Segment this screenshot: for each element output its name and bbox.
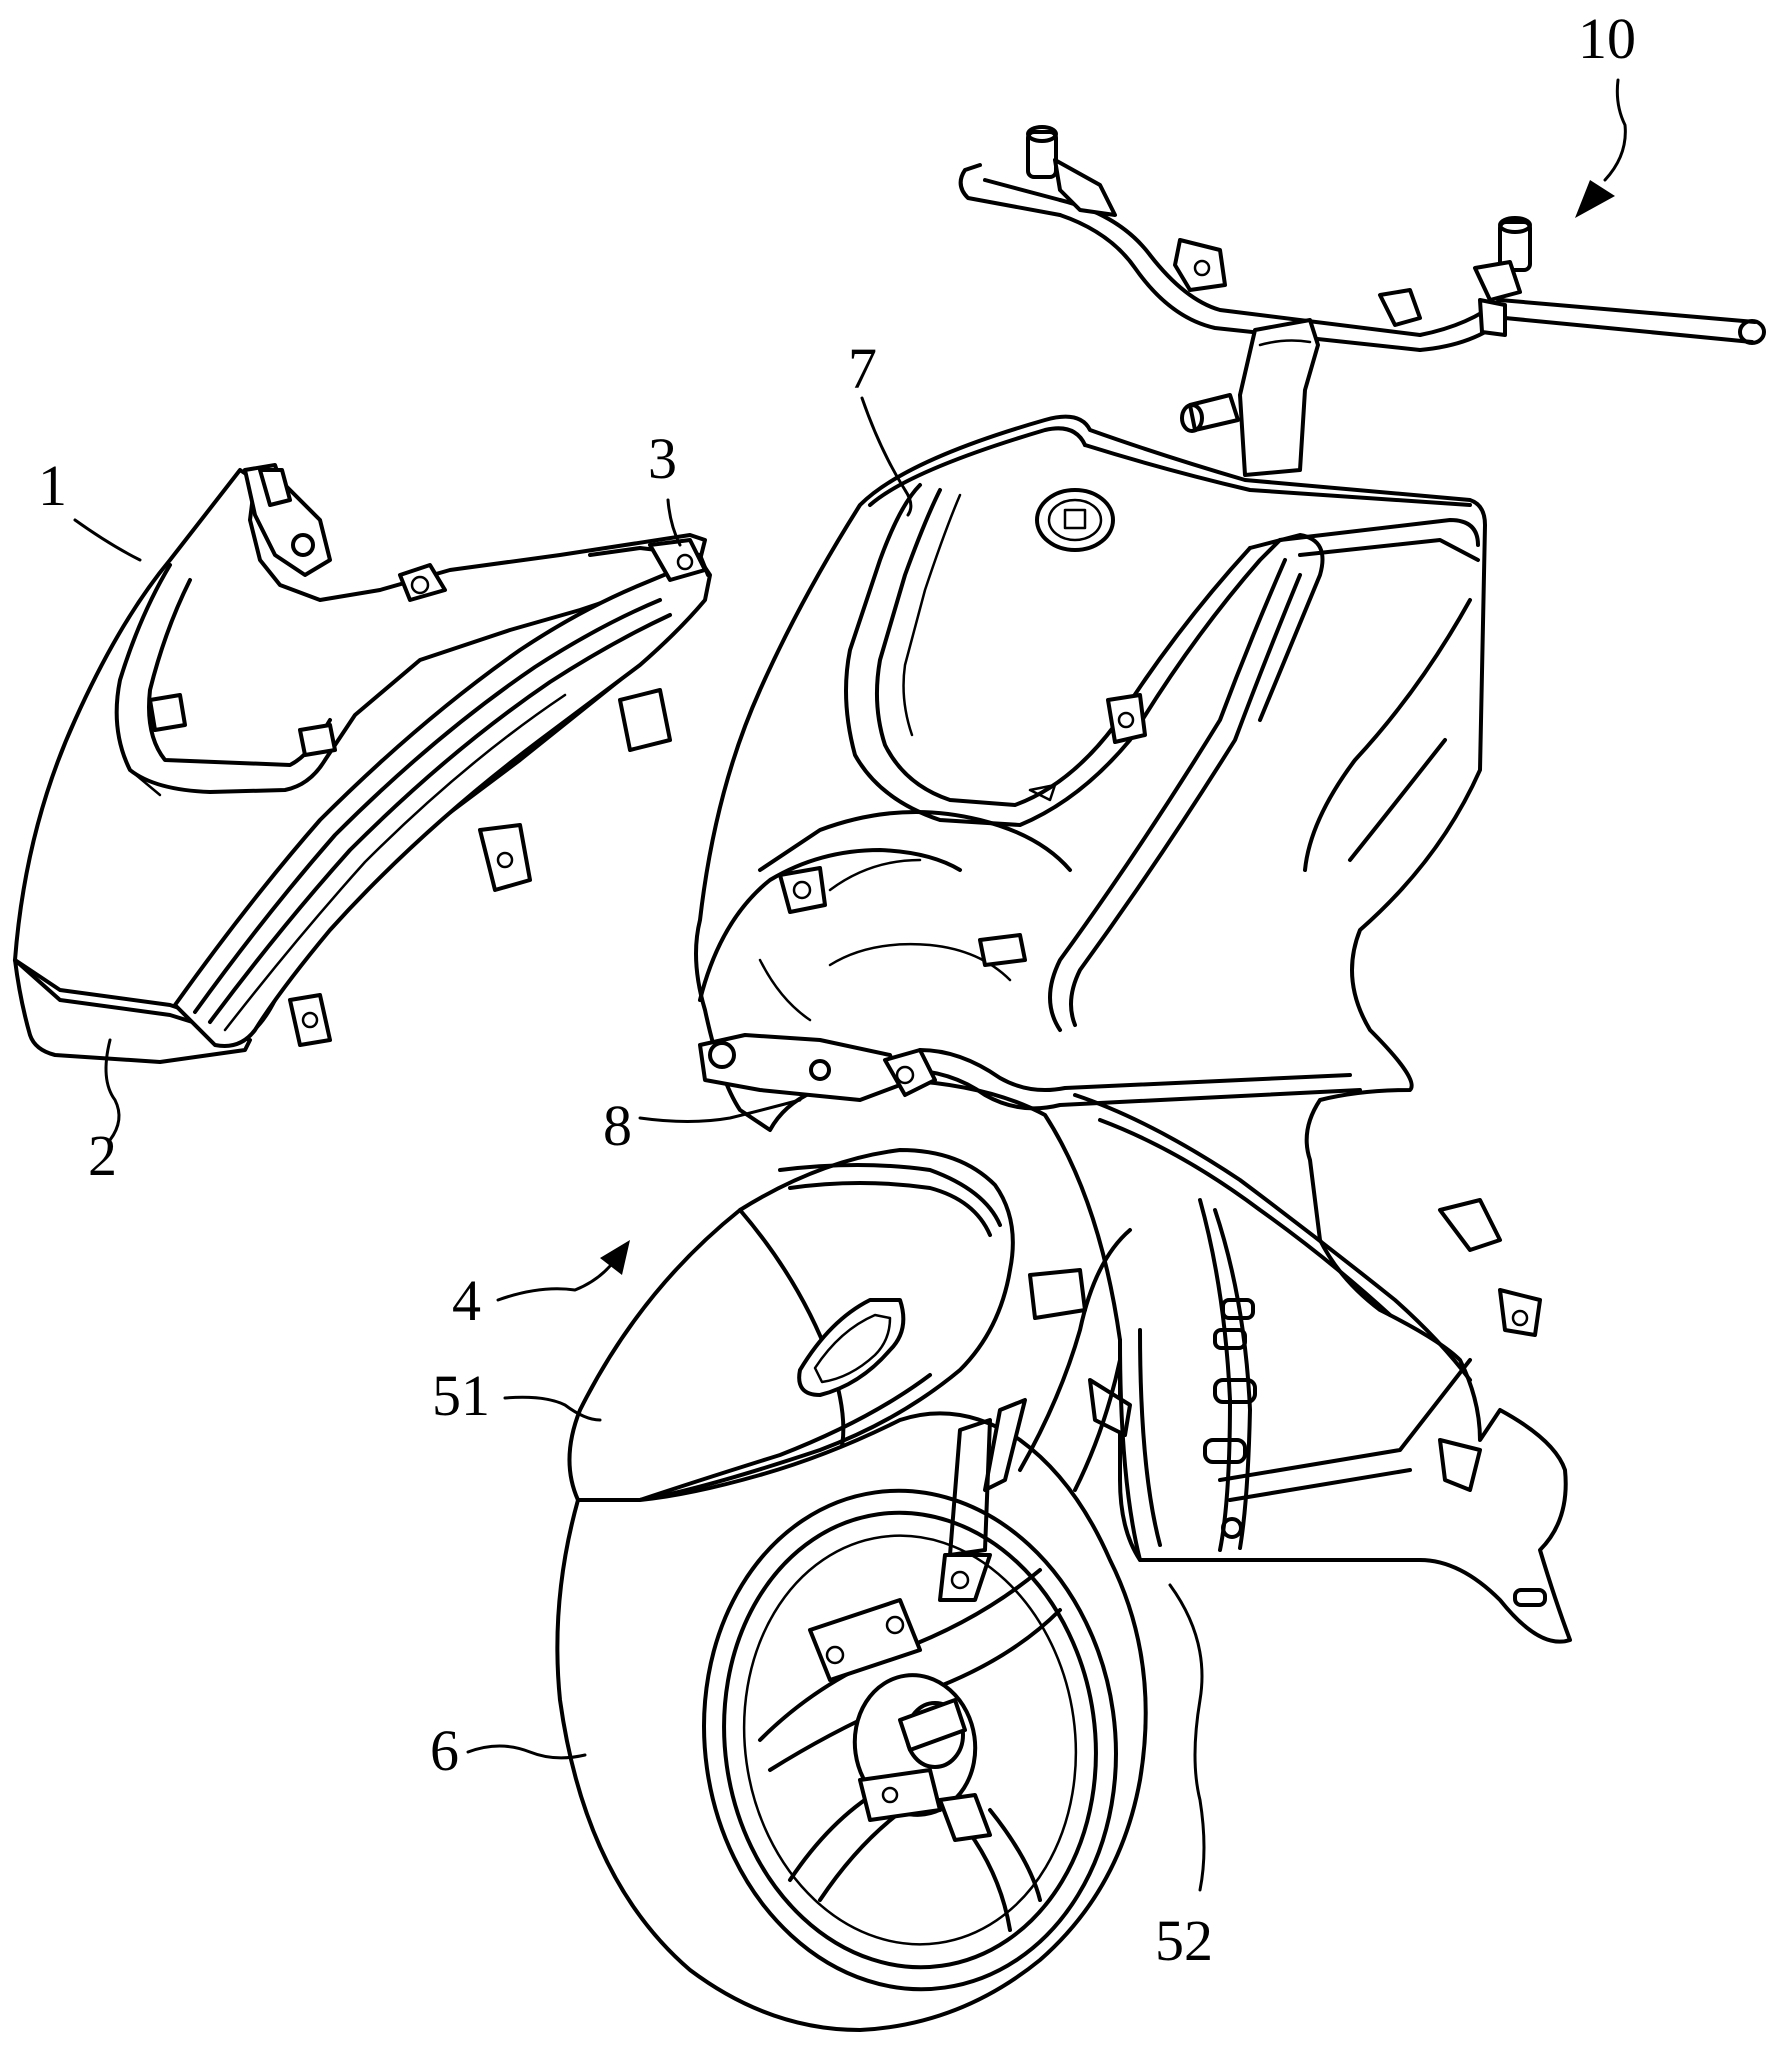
ref-label-1: 1: [38, 453, 67, 518]
ref-label-6: 6: [430, 1718, 459, 1783]
ref-label-10: 10: [1578, 6, 1636, 71]
ref-label-3: 3: [648, 426, 677, 491]
ref-label-4: 4: [452, 1268, 481, 1333]
leader-4: [498, 1260, 615, 1300]
leader-1: [75, 520, 140, 560]
ref-label-52: 52: [1155, 1908, 1213, 1973]
ref-label-8: 8: [603, 1093, 632, 1158]
ref-label-2: 2: [88, 1123, 117, 1188]
arrow-10: [1575, 180, 1615, 218]
front-wheel: [557, 1413, 1147, 2030]
ref-label-51: 51: [432, 1363, 490, 1428]
leader-52: [1170, 1585, 1204, 1890]
ref-label-7: 7: [848, 336, 877, 401]
leader-10: [1605, 80, 1625, 180]
